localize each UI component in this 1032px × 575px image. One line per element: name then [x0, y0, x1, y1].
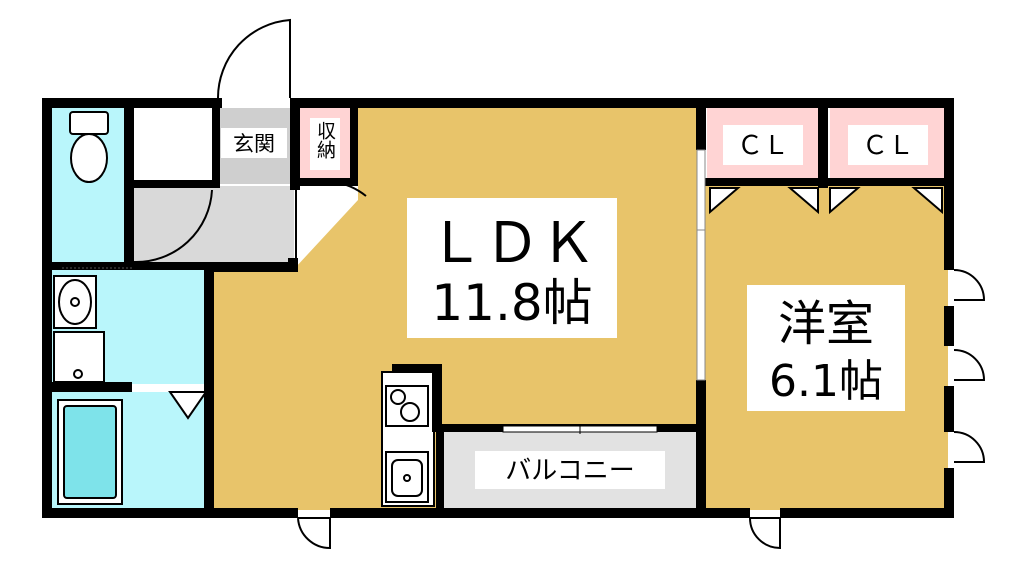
- storage-label: 収納: [314, 121, 336, 159]
- ldk-size: 11.8帖: [431, 274, 592, 332]
- sink-icon: [385, 451, 429, 503]
- closet-doors: [168, 187, 943, 420]
- hall-floor: [132, 186, 294, 264]
- stove-icon: [385, 385, 429, 427]
- toilet-icon: [69, 111, 109, 183]
- western-name: 洋室: [778, 296, 874, 352]
- washbasin-icon: [53, 275, 97, 329]
- closet-right-label: ＣＬ: [862, 131, 914, 161]
- balcony-label: バルコニー: [505, 456, 634, 486]
- washing-machine-icon: [53, 331, 105, 383]
- ldk-name: ＬＤＫ: [428, 211, 596, 276]
- entrance-label: 玄関: [233, 132, 275, 156]
- western-size: 6.1帖: [769, 356, 883, 407]
- closet-near-toilet: [132, 106, 212, 182]
- closet-left-label: ＣＬ: [737, 131, 789, 161]
- western-label-box: [747, 285, 905, 411]
- doors: [133, 18, 986, 550]
- bathtub-icon: [57, 399, 123, 505]
- ldk-label-box: [407, 198, 617, 338]
